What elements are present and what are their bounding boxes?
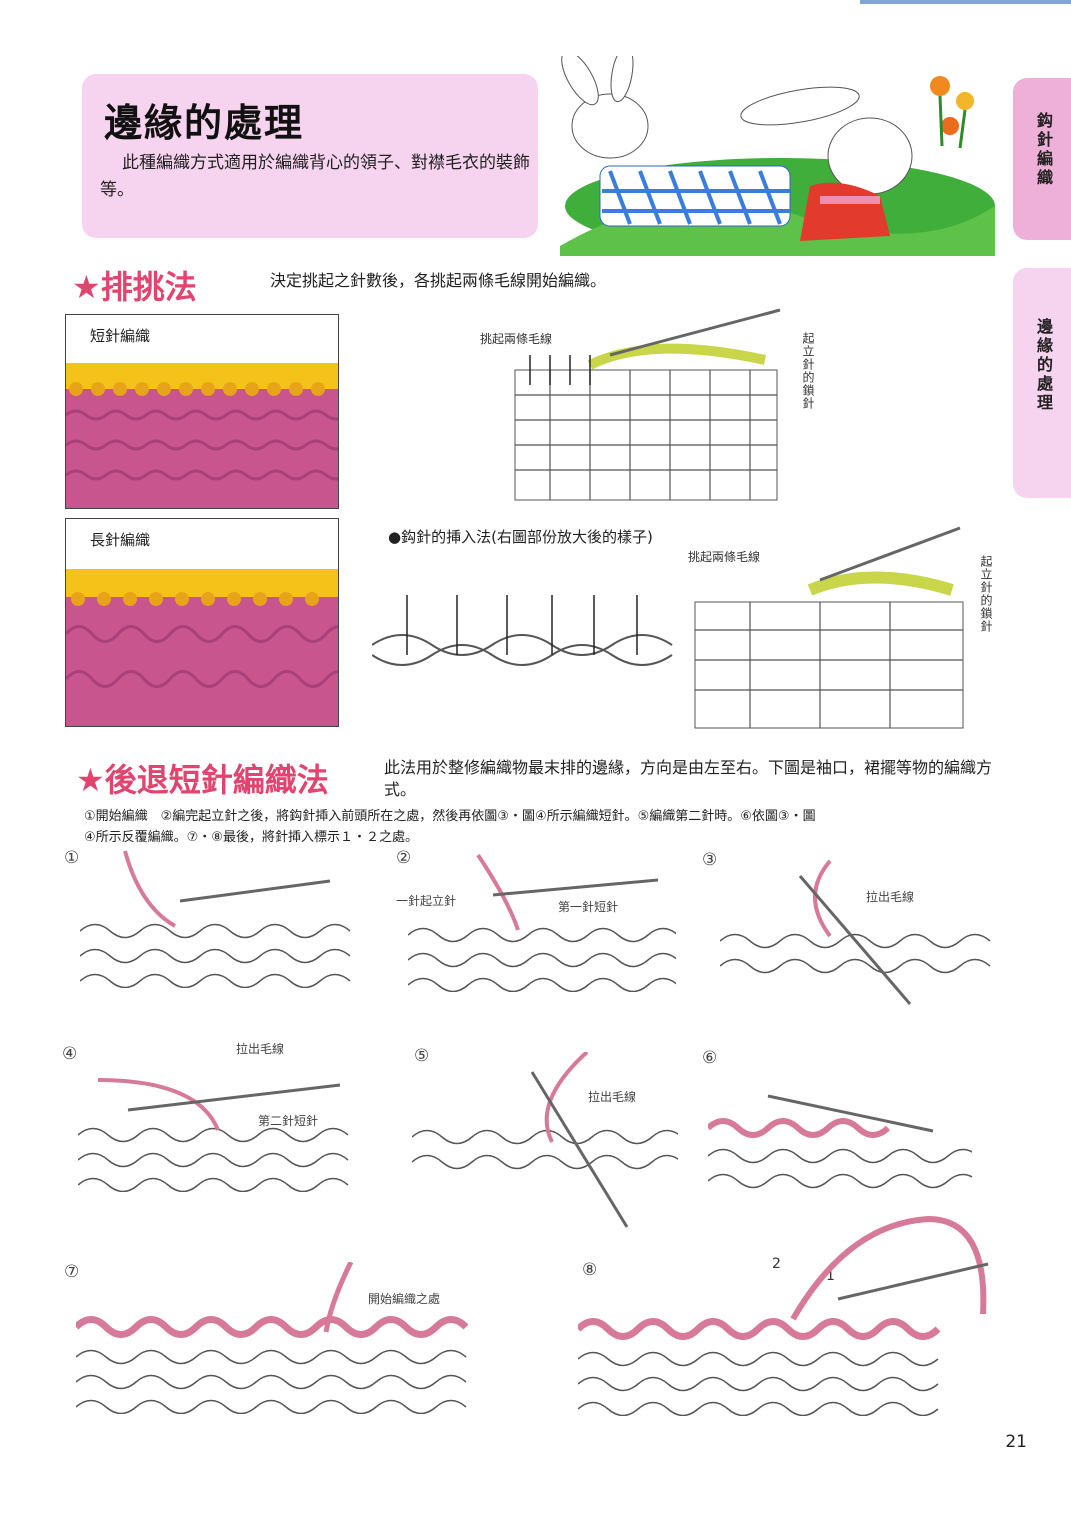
side-tab-edge-label: 邊緣的處理	[1034, 318, 1053, 413]
diagram-hook-insert	[372, 595, 673, 666]
section2-desc: 此法用於整修編織物最末排的邊緣，方向是由左至右。下圖是袖口，裙擺等物的編織方式。	[384, 758, 993, 799]
side-tab-edge[interactable]: 邊緣的處理	[1013, 268, 1071, 498]
photo-single-crochet: 短針編織	[65, 314, 339, 509]
page-title: 邊緣的處理	[104, 101, 305, 145]
insert-method-note: ●鈎針的挿入法(右圖部份放大後的樣子)	[388, 528, 653, 546]
step-4-num: ④	[62, 1044, 78, 1064]
tulips	[930, 76, 974, 149]
step-7-diagram	[76, 1262, 468, 1414]
steps-notes: ①開始編織 ②編完起立針之後，將鈎針揷入前頭所在之處，然後再依圖③・圖④所示編織…	[84, 809, 816, 845]
step-8-diagram	[578, 1215, 989, 1416]
step-5-num: ⑤	[414, 1046, 430, 1066]
step-4-diagram	[78, 1078, 349, 1192]
step-1-num: ①	[64, 848, 80, 868]
diagram-pick-up-enlarged	[694, 526, 964, 729]
step-2-label-b: 第一針短針	[558, 900, 619, 914]
step-3-num: ③	[702, 850, 718, 870]
diagram1-side-label: 起立針的鎖針	[801, 332, 815, 410]
photo-double-crochet: 長針編織	[65, 518, 339, 727]
top-edge-line	[860, 0, 1071, 4]
photo1-caption: 短針編織	[90, 327, 151, 345]
step-3-diagram	[720, 859, 991, 1005]
diagram2-side-label: 起立針的鎖針	[979, 555, 993, 633]
side-tab-crochet-label: 鈎針編織	[1034, 112, 1053, 188]
intro-text: 此種編織方式適用於編織背心的領子、對襟毛衣的裝飾等。	[100, 153, 530, 200]
step-2-diagram	[408, 853, 676, 992]
step-6-diagram	[708, 1094, 972, 1189]
step-5-diagram	[412, 1052, 678, 1228]
step-3-label: 拉出毛線	[866, 890, 915, 904]
step-7-label: 開始編織之處	[368, 1292, 441, 1306]
page-number: 21	[1005, 1432, 1027, 1452]
step-2-num: ②	[396, 848, 412, 868]
bunny-1	[561, 56, 791, 227]
title-box	[82, 74, 538, 238]
step-8-mark-2: 2	[772, 1256, 781, 1272]
step-4-label-b: 第二針短針	[258, 1114, 319, 1128]
side-tab-crochet[interactable]: 鈎針編織	[1013, 78, 1071, 240]
step-1-diagram	[80, 850, 351, 988]
photo2-caption: 長針編織	[90, 531, 151, 549]
diagram-pick-up-stitches	[514, 308, 781, 501]
step-4-label-a: 拉出毛線	[236, 1042, 285, 1056]
diagram2-label: 挑起兩條毛線	[688, 550, 761, 564]
step-7-num: ⑦	[64, 1262, 80, 1282]
step-5-label: 拉出毛線	[588, 1090, 637, 1104]
bunny-2	[740, 86, 913, 241]
step-8-num: ⑧	[582, 1260, 598, 1280]
section1-title: ★排挑法	[72, 268, 197, 306]
diagram1-label: 挑起兩條毛線	[480, 332, 553, 346]
step-2-label-a: 一針起立針	[396, 894, 457, 908]
bunnies-illustration	[560, 56, 995, 256]
step-6-num: ⑥	[702, 1048, 718, 1068]
step-8-mark-1: 1	[826, 1268, 835, 1284]
section2-title: ★後退短針編織法	[76, 761, 329, 799]
section1-desc: 決定挑起之針數後，各挑起兩條毛線開始編織。	[270, 271, 607, 290]
